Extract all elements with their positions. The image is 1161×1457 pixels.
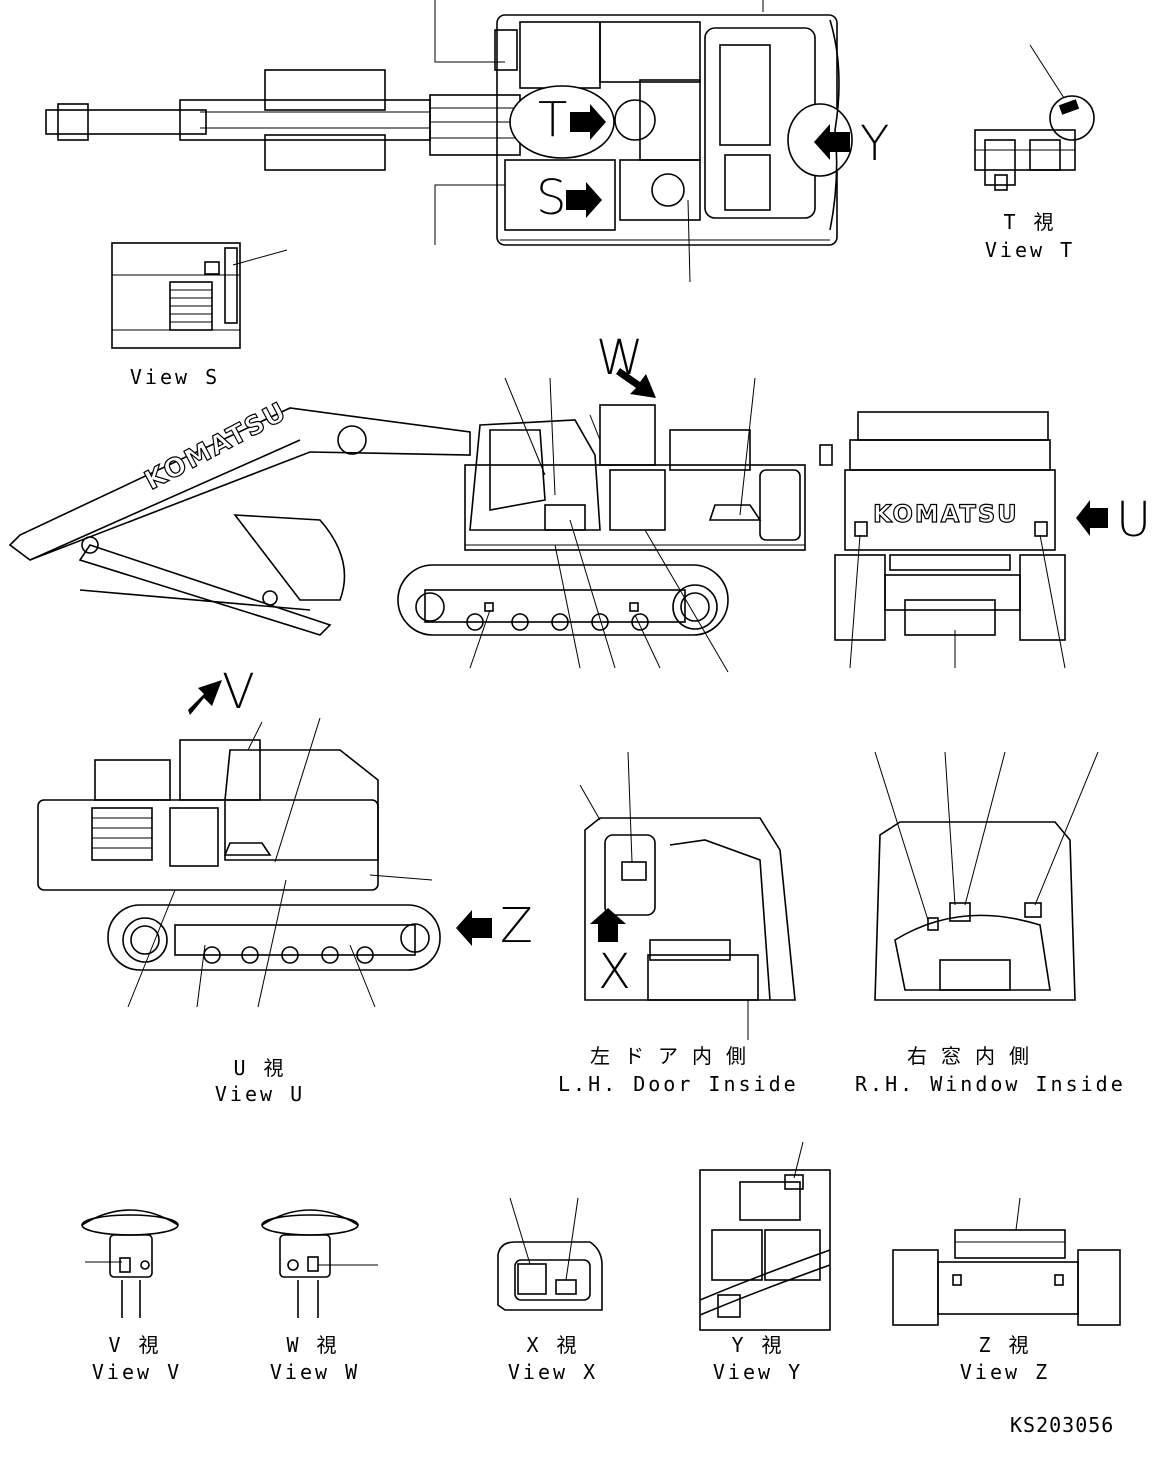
view-t-balloon <box>509 85 615 159</box>
side-upper-body <box>464 464 806 551</box>
top-tool-box <box>504 159 616 231</box>
marker-z: Z <box>500 898 533 954</box>
view-w-drawing <box>261 1209 378 1318</box>
top-arm-body <box>179 99 431 141</box>
marker-s: S <box>536 170 567 226</box>
view-t-arrow <box>570 104 606 140</box>
caption-view-x-en: View X <box>507 1360 599 1384</box>
side-track <box>397 564 729 636</box>
view-x-drawing <box>497 1197 603 1311</box>
side-cab <box>469 419 601 531</box>
rear-track-right <box>1019 554 1066 641</box>
caption-view-t-jp: T 視 <box>1003 210 1057 234</box>
view-x-arrow <box>590 908 626 942</box>
rh-window-drawing <box>874 751 1099 1001</box>
marker-u: U <box>1116 492 1152 548</box>
marker-y: Y <box>860 116 890 172</box>
view-y-label <box>784 1174 804 1190</box>
side-view-drawing <box>8 368 806 673</box>
view-v-drawing <box>81 1209 179 1318</box>
marker-w: W <box>596 330 644 386</box>
view-v-arrow <box>188 680 222 715</box>
view-x-label <box>555 1279 577 1295</box>
side-arm <box>78 544 332 636</box>
view-u-arrow <box>1076 500 1108 536</box>
view-y-arrow <box>814 124 850 160</box>
caption-rh-window-en: R.H. Window Inside <box>855 1072 1126 1096</box>
rh-window-label-2 <box>1024 902 1042 918</box>
side-label-plate <box>544 504 586 531</box>
side-boom <box>8 407 471 561</box>
view-y-drawing <box>699 1141 831 1331</box>
marker-v: V <box>222 664 255 720</box>
view-z-track-right <box>1077 1249 1121 1326</box>
rh-window-frame <box>874 821 1076 1001</box>
caption-lh-door-jp: 左ドア内側 <box>590 1044 760 1068</box>
caption-view-u-jp: U 視 <box>233 1056 287 1080</box>
counterweight-brand-text: KOMATSU <box>872 499 1019 528</box>
view-x-panel <box>497 1241 603 1311</box>
top-boom-tip <box>45 109 207 135</box>
caption-lh-door-en: L.H. Door Inside <box>558 1072 799 1096</box>
view-t-drawing <box>974 44 1095 191</box>
top-bucket-link <box>57 103 89 141</box>
lh-door-label <box>621 861 647 881</box>
caption-view-t-en: View T <box>984 238 1076 262</box>
caption-view-y-en: View Y <box>712 1360 804 1384</box>
top-view-drawing <box>45 0 853 283</box>
marker-x: X <box>598 944 631 1000</box>
top-radiator-grille <box>519 21 601 89</box>
view-z-arrow <box>456 910 492 946</box>
side-bucket <box>233 514 346 601</box>
lh-door-frame <box>584 817 796 1001</box>
view-s-panel <box>111 242 241 349</box>
view-w-arrow <box>616 368 656 398</box>
caption-view-v-en: View V <box>91 1360 183 1384</box>
caption-rh-window-jp: 右窓内側 <box>907 1044 1043 1068</box>
caption-view-u-en: View U <box>214 1082 306 1106</box>
caption-view-w-jp: W 視 <box>286 1333 340 1357</box>
rear-view-drawing <box>819 411 1108 669</box>
view-u-upper-body <box>37 799 379 891</box>
caption-view-y-jp: Y 視 <box>731 1333 785 1357</box>
view-z-drawing <box>892 1197 1121 1326</box>
caption-view-v-jp: V 視 <box>108 1333 162 1357</box>
rear-track-left <box>834 554 886 641</box>
view-s-drawing <box>111 242 288 349</box>
rh-window-label-1 <box>949 902 971 922</box>
lh-door-drawing <box>579 751 796 1040</box>
drawing-code: KS203056 <box>1010 1413 1115 1437</box>
marker-t: T <box>538 92 568 148</box>
view-u-drawing <box>37 680 492 1008</box>
top-boom-cyl-lower <box>264 134 386 171</box>
view-z-frame <box>954 1229 1066 1259</box>
caption-view-x-jp: X 視 <box>526 1333 580 1357</box>
caption-view-z-jp: Z 視 <box>978 1333 1032 1357</box>
caption-view-s-en: View S <box>129 365 221 389</box>
view-z-track-left <box>892 1249 939 1326</box>
view-u-track <box>107 904 441 971</box>
caption-view-z-en: View Z <box>959 1360 1051 1384</box>
top-boom-cyl-upper <box>264 69 386 111</box>
caption-view-w-en: View W <box>269 1360 361 1384</box>
view-s-arrow <box>566 182 602 218</box>
